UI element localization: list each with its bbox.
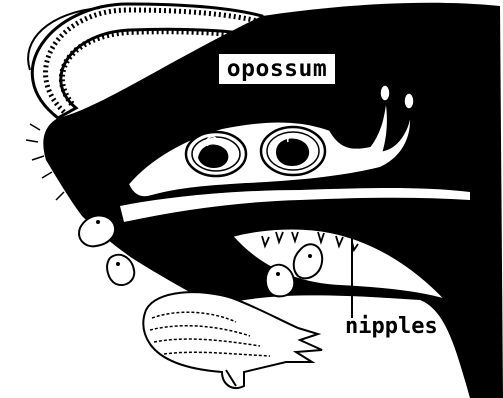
ovary-right	[404, 93, 414, 109]
opossum-label: opossum	[219, 54, 335, 84]
ovary-left	[380, 85, 390, 101]
nipples-label: nipples	[345, 314, 438, 340]
embryo-right	[261, 127, 325, 175]
hind-foot	[143, 292, 322, 388]
joey-3	[79, 215, 115, 246]
embryo-left	[186, 132, 246, 176]
joey-2	[266, 265, 295, 297]
joey-4	[107, 255, 134, 285]
